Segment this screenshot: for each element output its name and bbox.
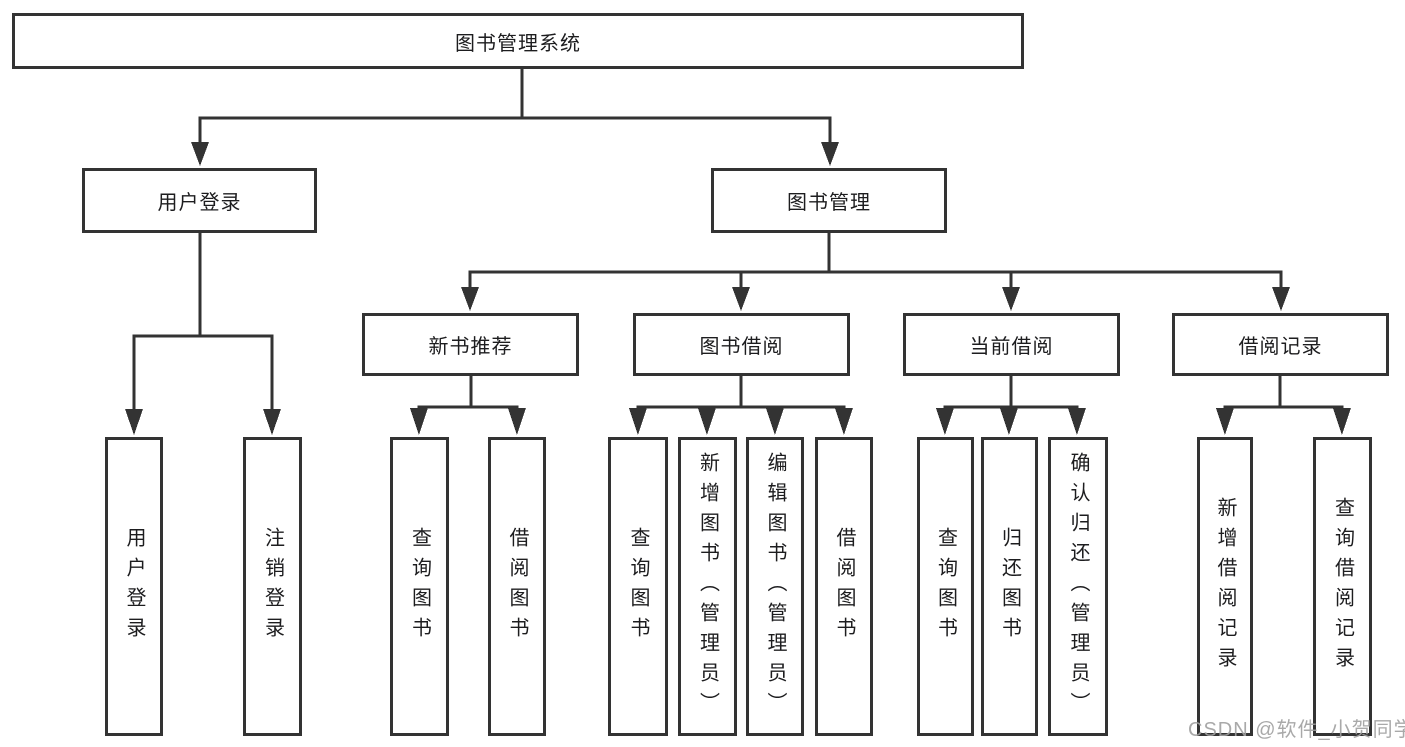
csdn-watermark: CSDN @软件_小贺同学 (1188, 719, 1405, 741)
leaf-query-borrow-record-label: 查询借阅记录 (1331, 496, 1354, 677)
node-current-borrow: 当前借阅 (903, 313, 1120, 376)
leaf-logout: 注销登录 (243, 437, 302, 736)
arrowhead-icon (1068, 408, 1086, 435)
leaf-query-borrow-record: 查询借阅记录 (1313, 437, 1372, 736)
leaf-user-login: 用户登录 (105, 437, 163, 736)
arrowhead-icon (629, 408, 647, 435)
leaf-query-books-2: 查询图书 (608, 437, 668, 736)
arrowhead-icon (508, 408, 526, 435)
arrowhead-icon (732, 287, 750, 311)
leaf-confirm-return-admin-label: 确认归还（管理员） (1067, 451, 1089, 722)
arrowhead-icon (1216, 408, 1234, 435)
leaf-borrow-books-2-label: 借阅图书 (833, 526, 855, 647)
node-root: 图书管理系统 (12, 13, 1024, 69)
node-book-management-label: 图书管理 (787, 192, 871, 214)
arrowhead-icon (766, 408, 784, 435)
node-book-borrow: 图书借阅 (633, 313, 850, 376)
arrowhead-icon (835, 408, 853, 435)
arrowhead-icon (1333, 408, 1351, 435)
arrowhead-icon (1000, 408, 1018, 435)
arrowhead-icon (410, 408, 428, 435)
leaf-add-borrow-record: 新增借阅记录 (1197, 437, 1253, 736)
arrowhead-icon (461, 287, 479, 311)
arrowhead-icon (698, 408, 716, 435)
node-user-login-label: 用户登录 (157, 192, 242, 214)
arrowhead-icon (191, 142, 209, 166)
leaf-query-books-1-label: 查询图书 (408, 526, 431, 647)
leaf-add-book-admin: 新增图书（管理员） (678, 437, 737, 736)
leaf-borrow-books-1-label: 借阅图书 (506, 526, 528, 647)
node-borrow-records-label: 借阅记录 (1238, 336, 1323, 358)
leaf-borrow-books-2: 借阅图书 (815, 437, 873, 736)
arrowhead-icon (1002, 287, 1020, 311)
leaf-return-books: 归还图书 (981, 437, 1038, 736)
arrowhead-icon (936, 408, 954, 435)
leaf-user-login-label: 用户登录 (123, 526, 145, 647)
leaf-query-books-2-label: 查询图书 (627, 526, 649, 647)
arrowhead-icon (821, 142, 839, 166)
leaf-borrow-books-1: 借阅图书 (488, 437, 546, 736)
leaf-edit-book-admin: 编辑图书（管理员） (746, 437, 804, 736)
leaf-query-books-3-label: 查询图书 (934, 526, 957, 647)
node-borrow-records: 借阅记录 (1172, 313, 1389, 376)
leaf-edit-book-admin-label: 编辑图书（管理员） (764, 451, 786, 722)
node-book-borrow-label: 图书借阅 (699, 336, 784, 358)
node-book-management: 图书管理 (711, 168, 947, 233)
node-new-book-recommend-label: 新书推荐 (428, 336, 513, 358)
leaf-logout-label: 注销登录 (261, 526, 284, 647)
leaf-confirm-return-admin: 确认归还（管理员） (1048, 437, 1108, 736)
node-new-book-recommend: 新书推荐 (362, 313, 579, 376)
arrowhead-icon (125, 409, 143, 435)
arrowhead-icon (263, 409, 281, 435)
leaf-query-books-1: 查询图书 (390, 437, 449, 736)
node-user-login: 用户登录 (82, 168, 317, 233)
leaf-add-book-admin-label: 新增图书（管理员） (696, 451, 719, 722)
node-current-borrow-label: 当前借阅 (969, 336, 1054, 358)
leaf-return-books-label: 归还图书 (998, 526, 1021, 647)
leaf-query-books-3: 查询图书 (917, 437, 974, 736)
arrowhead-icon (1272, 287, 1290, 311)
node-root-label: 图书管理系统 (455, 32, 581, 55)
leaf-add-borrow-record-label: 新增借阅记录 (1214, 496, 1236, 677)
